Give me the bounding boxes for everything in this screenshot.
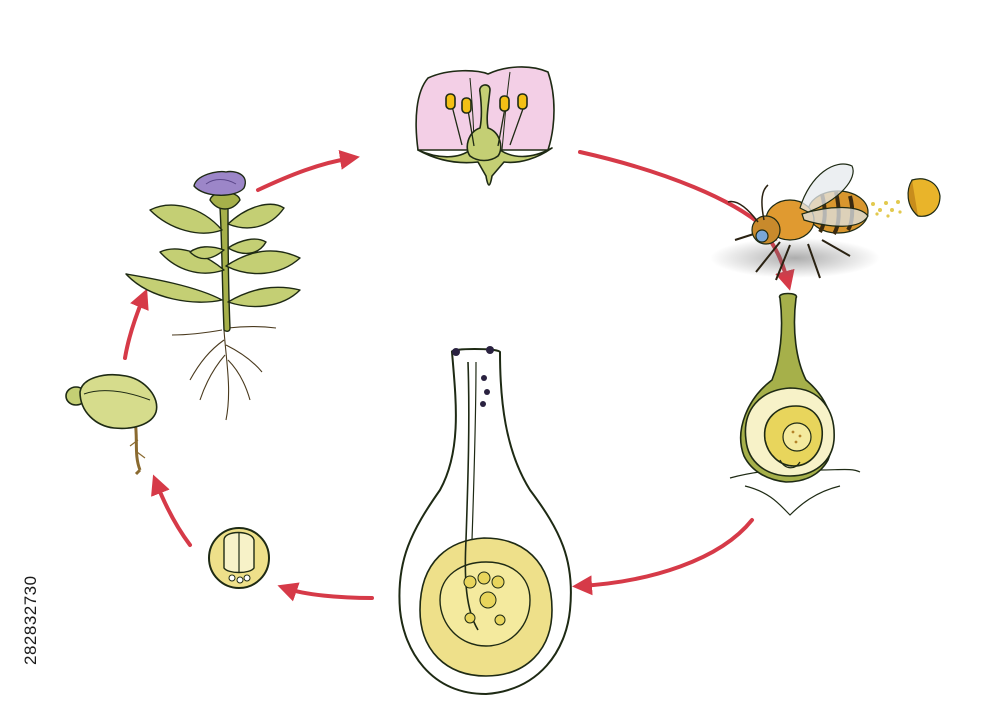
anther-piece [907, 178, 941, 217]
arrow-germination-to-plant [123, 288, 149, 360]
radicle [133, 419, 142, 476]
germinating-seed [65, 374, 158, 476]
stem [219, 207, 231, 332]
stamens [445, 93, 528, 147]
leaves [125, 203, 301, 308]
arrow-pollination-to-fertilization [572, 518, 754, 596]
seed-coat [79, 374, 158, 430]
arrow-seed-to-germination [151, 474, 192, 547]
pollen-on-stigma [729, 292, 861, 516]
arrow-plant-to-flower [256, 149, 360, 192]
pollen-grains [871, 200, 902, 218]
roots [171, 325, 277, 421]
stock-id-label: 282832730 [21, 575, 40, 665]
bee-wing-rear [801, 206, 869, 227]
fertilization-in-ovary [398, 346, 572, 696]
pollinating-bee [710, 163, 941, 281]
arrow-fertilization-to-seed [277, 582, 374, 602]
stigma-pollen [452, 346, 494, 407]
pistil [466, 84, 502, 162]
seed [208, 527, 270, 589]
arrow-flower-to-bee [578, 150, 778, 241]
flowering-plant [125, 170, 301, 421]
egg-cells [463, 571, 506, 626]
bee-eye [755, 229, 769, 243]
flower-blossom [193, 170, 246, 196]
bee-wing [799, 163, 854, 213]
pollen-tube [464, 361, 479, 631]
flower-cross-section [415, 66, 555, 186]
